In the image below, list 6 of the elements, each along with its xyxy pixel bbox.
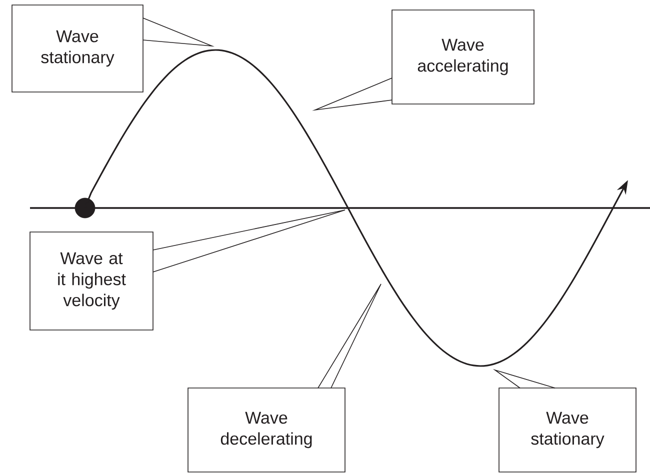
start-dot (74, 198, 96, 218)
callout-box: Wave stationary (12, 4, 144, 92)
callout-box: Wave at it highest velocity (30, 232, 154, 330)
callout-box: Wave decelerating (188, 388, 346, 472)
callout-box: Wave accelerating (392, 10, 534, 104)
callout-box: Wave stationary (498, 388, 636, 472)
